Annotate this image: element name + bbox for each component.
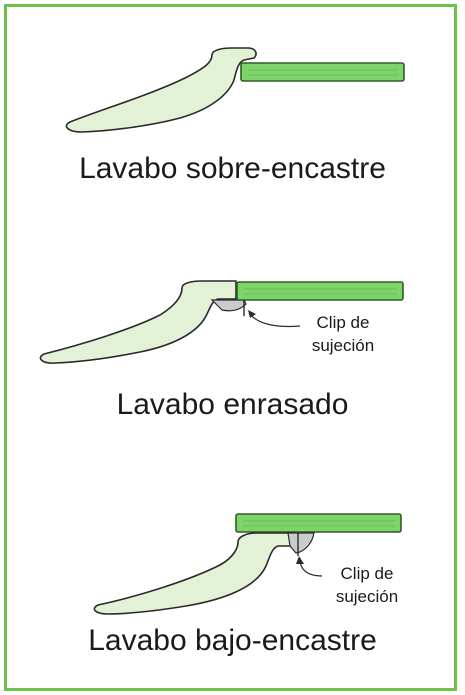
- panel-sobre-encastre: [65, 47, 405, 133]
- clip-label-line-1: Clip de: [316, 313, 370, 332]
- clip-wedge: [210, 299, 247, 312]
- sink-basin-section: [93, 532, 293, 615]
- clip-label-line-2: sujeción: [311, 336, 375, 355]
- arrowhead: [296, 556, 304, 564]
- countertop-section: [240, 62, 405, 82]
- caption-bajo-encastre: Lavabo bajo-encastre: [88, 624, 377, 657]
- countertop-section: [235, 513, 402, 533]
- panel-enrasado: [39, 280, 404, 364]
- clip-wedge: [287, 532, 315, 554]
- clip-label-line-1: Clip de: [340, 564, 394, 583]
- panel-bajo-encastre: [93, 513, 402, 615]
- sink-basin-section: [39, 280, 237, 364]
- sink-basin-section: [65, 47, 257, 133]
- clip-label-line-2: sujeción: [335, 587, 399, 606]
- arrowhead: [248, 310, 256, 318]
- countertop-section: [236, 281, 404, 301]
- caption-enrasado: Lavabo enrasado: [116, 388, 349, 421]
- caption-sobre-encastre: Lavabo sobre-encastre: [79, 152, 386, 185]
- clip-leader-arrow: [299, 561, 323, 577]
- clip-leader-arrow: [249, 313, 301, 328]
